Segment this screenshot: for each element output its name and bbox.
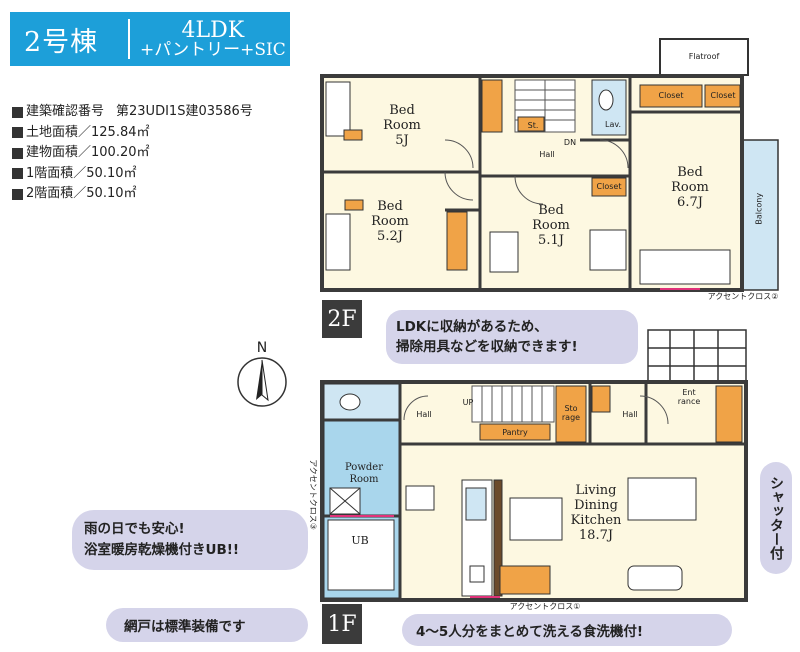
room-label-lav: Lav. (604, 120, 621, 129)
unit-bath (327, 519, 395, 591)
bullet-square-icon (12, 147, 23, 159)
callout-dishwasher: 4〜5人分をまとめて洗える食洗機付! (402, 614, 732, 646)
callout-shutter: シャッター付 (760, 462, 792, 574)
compass-icon (237, 357, 287, 407)
room-label-ub: UB (351, 534, 369, 547)
layout-type: 4LDK +パントリー+SIC (140, 17, 286, 60)
closet-label: Closet (596, 182, 622, 191)
door-swings-1f (403, 395, 669, 425)
spec-item: 建築確認番号第23UDI1S建03586号 (12, 102, 253, 123)
accent-cross-3-label: アクセントクロス③ (308, 459, 318, 530)
room-label-flatroof: Flatroof (688, 52, 720, 61)
door-swings-2f (444, 139, 629, 205)
first-floor-stairs (471, 385, 555, 423)
bullet-square-icon (12, 127, 23, 139)
building-number: 2号棟 (24, 26, 99, 58)
bullet-square-icon (12, 168, 23, 180)
layout-label: 4LDK (181, 17, 245, 43)
callout-bath: 雨の日でも安心! 浴室暖房乾燥機付きUB!! (72, 510, 308, 570)
porch-grid (647, 329, 747, 383)
layout-extra: +パントリー+SIC (140, 39, 286, 60)
closets-2f (446, 79, 741, 271)
living-furniture (627, 477, 697, 591)
accent-cross-2-label: アクセントクロス② (707, 292, 779, 301)
accent-cross-1-label: アクセントクロス① (509, 602, 581, 611)
closet-label: Closet (710, 91, 736, 100)
stair-up-label: UP (462, 398, 474, 407)
toilet-icon (598, 89, 614, 111)
room-label-hall-1f: Hall (622, 410, 638, 419)
flatroof-area (659, 38, 749, 76)
room-label-balcony: Balcony (754, 192, 764, 225)
room-label-hall-2f: Hall (539, 150, 555, 159)
first-floor-plan (320, 329, 748, 602)
floor-badge-2f: 2F (322, 300, 362, 338)
toilet-icon (339, 393, 361, 411)
bullet-square-icon (12, 106, 23, 118)
room-label-pantry: Pantry (502, 428, 528, 437)
spec-item: 1階面積／50.10㎡ (12, 164, 253, 185)
first-floor-walls (324, 382, 746, 598)
room-label-hall-1f: Hall (416, 410, 432, 419)
furniture-2f (325, 81, 731, 285)
compass-north-label: N (256, 340, 268, 356)
kitchen-1f (405, 479, 563, 597)
callout-screen: 網戸は標準装備です (106, 608, 308, 642)
bullet-square-icon (12, 188, 23, 200)
spec-item: 建物面積／100.20㎡ (12, 143, 253, 164)
closet-label: Closet (658, 91, 684, 100)
storage-1f (479, 385, 743, 443)
title-divider (128, 19, 130, 59)
toilet-room (323, 383, 401, 421)
spec-list: 建築確認番号第23UDI1S建03586号 土地面積／125.84㎡ 建物面積／… (12, 102, 253, 205)
title-box: 2号棟 4LDK +パントリー+SIC (10, 12, 290, 66)
room-label-st: St. (527, 121, 539, 130)
spec-item: 土地面積／125.84㎡ (12, 123, 253, 144)
floor-badge-1f: 1F (322, 604, 362, 644)
callout-storage: LDKに収納があるため、 掃除用具などを収納できます! (386, 310, 638, 364)
spec-item: 2階面積／50.10㎡ (12, 184, 253, 205)
second-floor-plan (320, 38, 779, 292)
stair-down-label: DN (563, 138, 577, 147)
